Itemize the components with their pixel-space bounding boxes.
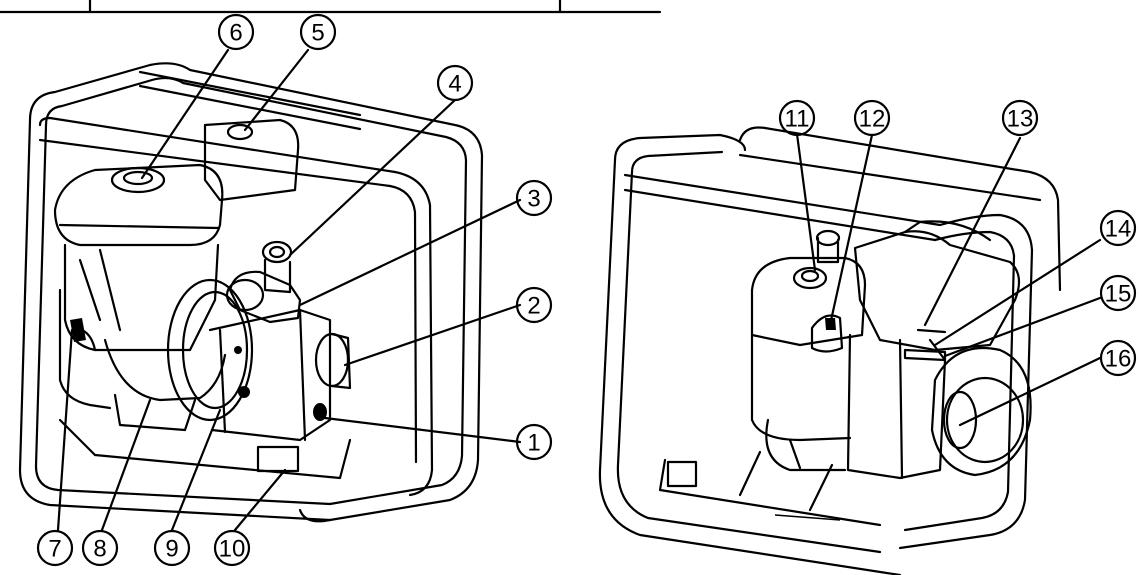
svg-text:5: 5 xyxy=(311,20,324,47)
pump-rear-view: 11 12 13 14 15 16 xyxy=(598,99,1137,575)
svg-text:16: 16 xyxy=(1105,346,1132,373)
svg-text:14: 14 xyxy=(1105,216,1132,243)
callout-6: 6 xyxy=(217,13,255,51)
svg-text:4: 4 xyxy=(448,71,461,98)
svg-text:7: 7 xyxy=(48,536,61,563)
callout-5: 5 xyxy=(299,13,337,51)
engine-right xyxy=(750,220,1032,480)
callout-2: 2 xyxy=(515,286,553,324)
engine-left xyxy=(53,118,300,432)
callout-8: 8 xyxy=(81,529,119,567)
callout-13: 13 xyxy=(1001,99,1039,137)
callout-1: 1 xyxy=(515,423,553,461)
callout-4: 4 xyxy=(436,64,474,102)
svg-text:12: 12 xyxy=(859,106,886,133)
svg-text:8: 8 xyxy=(93,536,106,563)
frame-left xyxy=(18,62,484,523)
svg-text:1: 1 xyxy=(527,430,540,457)
svg-text:9: 9 xyxy=(165,536,178,563)
svg-text:3: 3 xyxy=(527,186,540,213)
pump-housing-left xyxy=(70,240,352,442)
callout-3: 3 xyxy=(515,179,553,217)
callout-10: 10 xyxy=(213,529,251,567)
callout-16: 16 xyxy=(1099,339,1137,377)
svg-text:6: 6 xyxy=(229,20,242,47)
svg-text:11: 11 xyxy=(785,106,810,133)
pump-front-view: 1 2 3 4 5 6 7 8 9 10 xyxy=(18,13,553,567)
table-fragment xyxy=(0,0,662,14)
svg-text:10: 10 xyxy=(219,536,246,563)
svg-text:2: 2 xyxy=(527,293,540,320)
frame-right xyxy=(598,126,1062,575)
callouts-right: 11 12 13 14 15 16 xyxy=(778,99,1137,427)
callout-12: 12 xyxy=(853,99,891,137)
callout-11: 11 xyxy=(778,99,816,137)
callouts-left: 1 2 3 4 5 6 7 8 9 10 xyxy=(36,13,553,567)
callout-14: 14 xyxy=(1099,209,1137,247)
callout-15: 15 xyxy=(1099,274,1137,312)
svg-text:15: 15 xyxy=(1105,281,1132,308)
callout-9: 9 xyxy=(153,529,191,567)
callout-7: 7 xyxy=(36,529,74,567)
svg-text:13: 13 xyxy=(1007,106,1034,133)
